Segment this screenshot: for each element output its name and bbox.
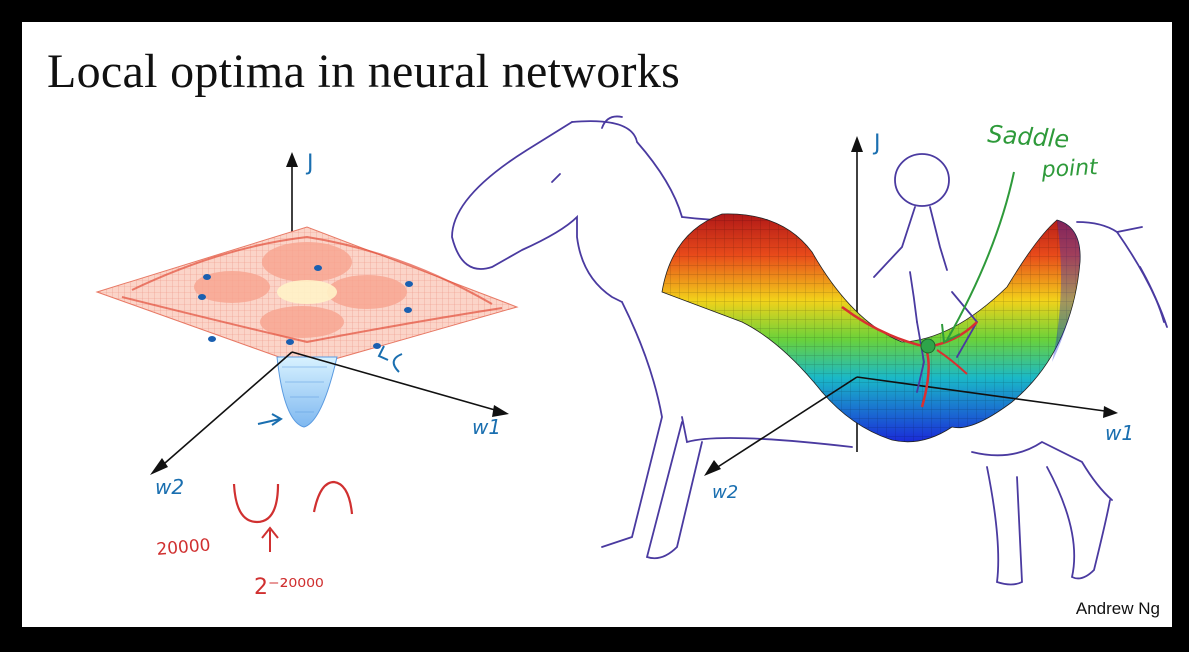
right-w1-axis-arrow bbox=[1103, 406, 1118, 418]
concave-sketch bbox=[314, 482, 352, 514]
left-bump bbox=[327, 275, 407, 309]
left-bump bbox=[262, 242, 352, 282]
annotation-power: 2⁻²⁰⁰⁰⁰ bbox=[254, 575, 324, 600]
right-w2-label: w2 bbox=[712, 482, 738, 503]
saddle-label-line2: point bbox=[1040, 155, 1100, 183]
global-minimum-well bbox=[277, 357, 337, 427]
left-w1-label: w1 bbox=[472, 415, 501, 439]
convex-sketch bbox=[234, 484, 278, 522]
rider-body bbox=[910, 272, 917, 322]
local-optimum-dot bbox=[203, 274, 211, 280]
right-w2-axis-arrow bbox=[704, 460, 721, 476]
right-j-axis-arrow bbox=[851, 136, 863, 152]
right-plot: J w1 w2 Saddle point bbox=[662, 120, 1134, 503]
local-optimum-dot bbox=[373, 343, 381, 349]
saddle-label-line1: Saddle bbox=[987, 120, 1071, 154]
left-pointer-arrowhead bbox=[379, 346, 388, 360]
slide: Local optima in neural networks bbox=[22, 22, 1172, 627]
rider-arm-left bbox=[874, 207, 915, 277]
rider-head bbox=[895, 154, 949, 206]
horse-eye bbox=[552, 174, 560, 182]
local-optimum-dot bbox=[404, 307, 412, 313]
local-optimum-dot bbox=[405, 281, 413, 287]
left-w2-axis bbox=[157, 352, 292, 470]
annotation-count: 20000 bbox=[156, 535, 212, 560]
horse-mane bbox=[572, 121, 682, 217]
right-w1-label: w1 bbox=[1105, 421, 1134, 445]
left-w2-axis-arrow bbox=[150, 458, 168, 475]
slide-drawing: J w1 w2 20000 2⁻²⁰⁰⁰⁰ bbox=[22, 22, 1172, 627]
slide-credit: Andrew Ng bbox=[1076, 599, 1160, 619]
local-optimum-dot bbox=[208, 336, 216, 342]
horse-front-leg bbox=[602, 302, 662, 547]
local-optimum-dot bbox=[286, 339, 294, 345]
left-j-label: J bbox=[305, 151, 314, 176]
left-plot: J w1 w2 20000 2⁻²⁰⁰⁰⁰ bbox=[97, 151, 517, 600]
horse-head bbox=[452, 122, 622, 302]
left-center-highlight bbox=[277, 280, 337, 304]
saddle-mesh bbox=[662, 214, 1080, 442]
horse-tail bbox=[1117, 232, 1167, 327]
left-j-axis-arrow bbox=[286, 152, 298, 167]
right-j-label: J bbox=[872, 131, 881, 156]
horse-belly-rear bbox=[972, 442, 1112, 500]
horse-rear-leg-2 bbox=[1047, 467, 1110, 578]
horse-rear-leg bbox=[987, 467, 1022, 585]
local-optimum-dot bbox=[198, 294, 206, 300]
saddle-point-dot bbox=[921, 339, 935, 353]
horse-belly bbox=[682, 417, 852, 447]
local-optimum-dot bbox=[314, 265, 322, 271]
right-w2-axis bbox=[710, 377, 857, 472]
horse-tail bbox=[1140, 267, 1164, 322]
left-pointer-arrow bbox=[394, 354, 402, 372]
rider-arm-right bbox=[930, 207, 947, 270]
horse-rump bbox=[1077, 222, 1142, 232]
left-w2-label: w2 bbox=[155, 475, 184, 499]
